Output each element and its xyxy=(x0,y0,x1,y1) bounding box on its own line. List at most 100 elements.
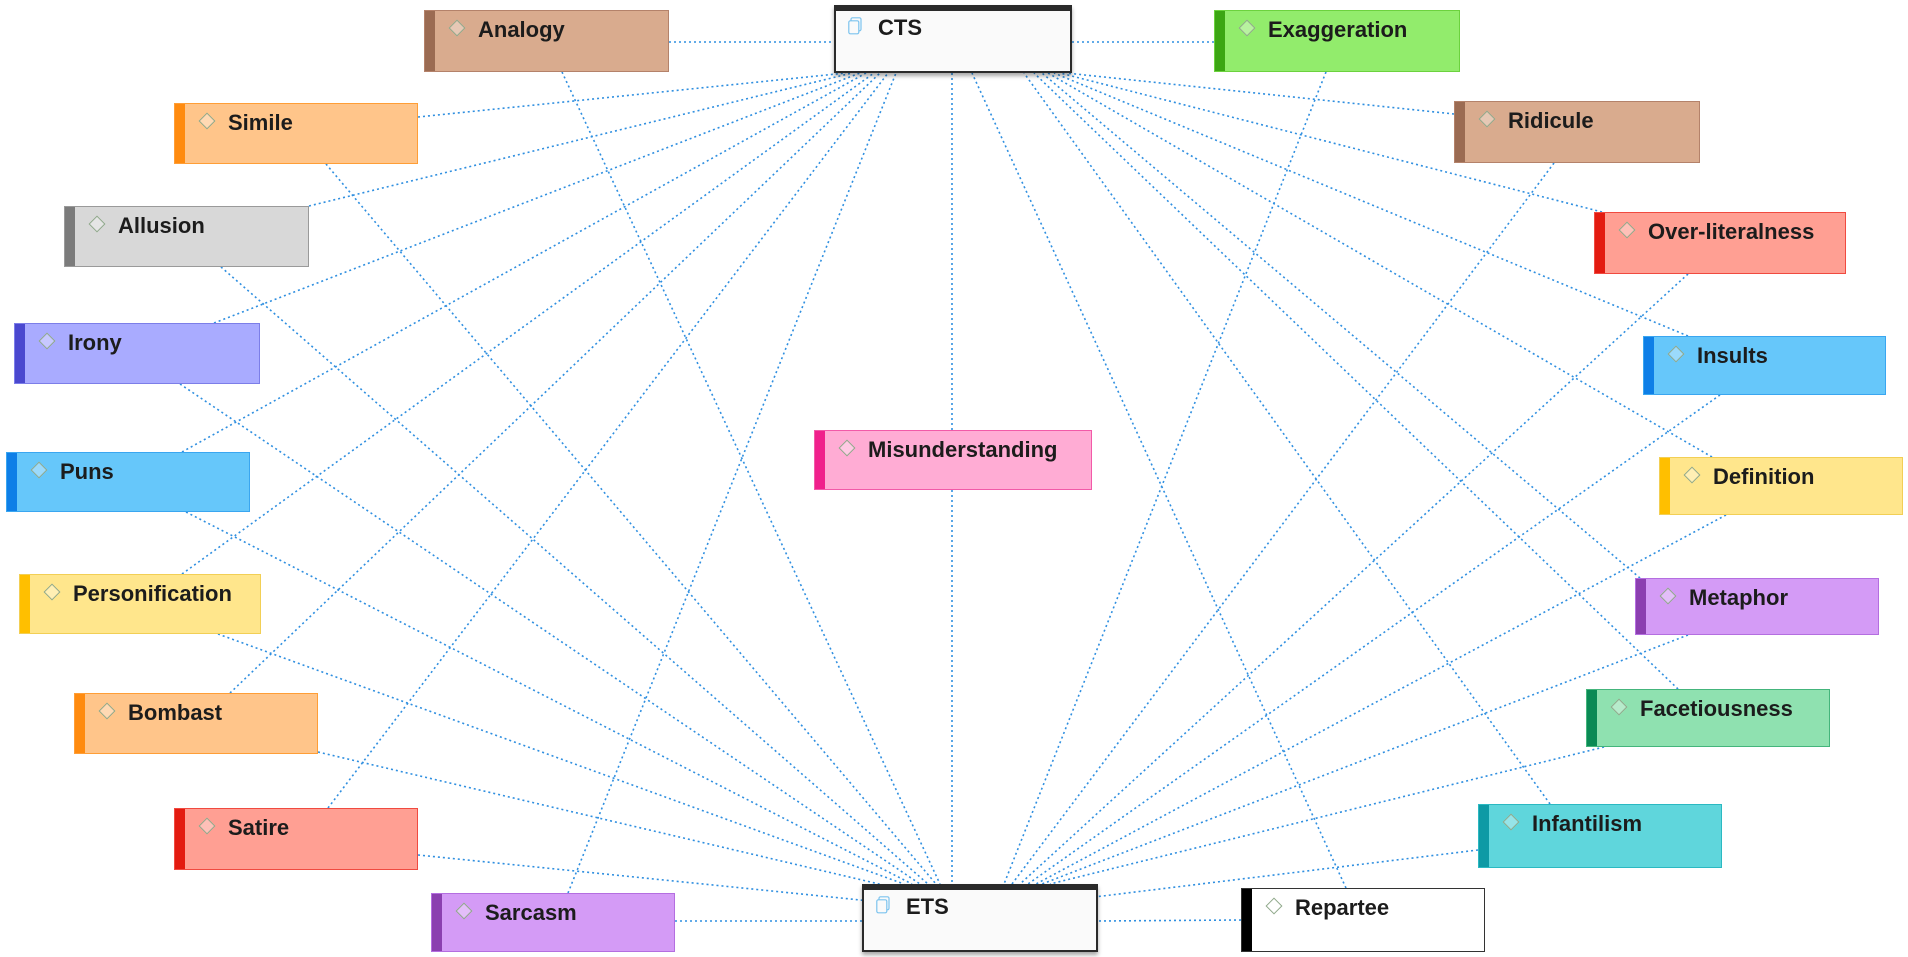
code-diamond-icon xyxy=(1610,698,1628,716)
code-diamond-icon xyxy=(1265,897,1283,915)
color-stripe xyxy=(20,575,30,633)
color-stripe xyxy=(7,453,17,511)
node-label: Repartee xyxy=(1295,895,1390,920)
color-stripe xyxy=(815,431,825,489)
code-diamond-icon xyxy=(43,583,61,601)
node-label: Analogy xyxy=(478,17,565,42)
node-personification[interactable]: Personification xyxy=(19,574,261,634)
code-diamond-icon xyxy=(1618,221,1636,239)
node-satire[interactable]: Satire xyxy=(174,808,418,870)
link-ridicule-ets xyxy=(1011,162,1555,885)
node-label: Exaggeration xyxy=(1268,17,1408,42)
node-repartee[interactable]: Repartee xyxy=(1241,888,1485,952)
code-diamond-icon xyxy=(448,19,466,37)
code-diamond-icon xyxy=(30,461,48,479)
node-label: Sarcasm xyxy=(485,900,577,925)
link-overliteralness-cts xyxy=(1059,72,1603,213)
color-stripe xyxy=(1636,579,1646,634)
node-label: Ridicule xyxy=(1508,108,1594,133)
color-stripe xyxy=(1242,889,1252,951)
code-diamond-icon xyxy=(1238,19,1256,37)
node-label: ETS xyxy=(906,894,949,919)
link-analogy-ets xyxy=(561,71,941,885)
node-label: Infantilism xyxy=(1532,811,1643,836)
link-satire-cts xyxy=(327,72,889,809)
code-diamond-icon xyxy=(98,702,116,720)
node-definition[interactable]: Definition xyxy=(1659,457,1903,515)
link-definition-ets xyxy=(1035,514,1727,885)
color-stripe xyxy=(425,11,435,71)
code-diamond-icon xyxy=(838,439,856,457)
color-stripe xyxy=(15,324,25,383)
link-repartee-ets xyxy=(1097,919,1242,922)
node-label: Facetiousness xyxy=(1640,696,1793,721)
color-stripe xyxy=(1587,690,1597,746)
node-analogy[interactable]: Analogy xyxy=(424,10,669,72)
node-facetiousness[interactable]: Facetiousness xyxy=(1586,689,1830,747)
color-stripe xyxy=(432,894,442,951)
code-diamond-icon xyxy=(38,332,56,350)
node-misunderstanding[interactable]: Misunderstanding xyxy=(814,430,1092,490)
link-facetiousness-ets xyxy=(1049,746,1605,885)
node-label: Metaphor xyxy=(1689,585,1788,610)
link-personification-cts xyxy=(181,72,875,575)
link-facetiousness-cts xyxy=(1033,72,1679,690)
node-label: Over-literalness xyxy=(1648,219,1815,244)
node-label: Insults xyxy=(1697,343,1768,368)
node-ridicule[interactable]: Ridicule xyxy=(1454,101,1700,163)
node-allusion[interactable]: Allusion xyxy=(64,206,309,267)
node-label: Allusion xyxy=(118,213,205,238)
color-stripe xyxy=(1215,11,1225,71)
color-stripe xyxy=(75,694,85,753)
node-label: Misunderstanding xyxy=(868,437,1058,462)
node-simile[interactable]: Simile xyxy=(174,103,418,164)
link-overliteralness-ets xyxy=(1019,273,1689,885)
node-bombast[interactable]: Bombast xyxy=(74,693,318,754)
color-stripe xyxy=(175,104,185,163)
link-bombast-ets xyxy=(317,751,897,889)
node-metaphor[interactable]: Metaphor xyxy=(1635,578,1879,635)
node-infantilism[interactable]: Infantilism xyxy=(1478,804,1722,868)
link-personification-ets xyxy=(217,633,905,885)
color-stripe xyxy=(65,207,75,266)
node-puns[interactable]: Puns xyxy=(6,452,250,512)
code-diamond-icon xyxy=(1667,345,1685,363)
link-simile-cts xyxy=(417,72,847,118)
code-diamond-icon xyxy=(1502,813,1520,831)
link-puns-ets xyxy=(185,511,913,885)
node-label: Simile xyxy=(228,110,293,135)
color-stripe xyxy=(1660,458,1670,514)
link-simile-ets xyxy=(325,163,937,885)
code-diamond-icon xyxy=(198,112,216,130)
link-bombast-cts xyxy=(229,72,881,694)
link-allusion-ets xyxy=(220,266,929,885)
color-stripe xyxy=(1455,102,1465,162)
link-satire-ets xyxy=(417,854,881,903)
node-insults[interactable]: Insults xyxy=(1643,336,1886,395)
document-icon xyxy=(876,896,890,914)
link-irony-cts xyxy=(213,72,861,324)
code-diamond-icon xyxy=(455,902,473,920)
link-irony-ets xyxy=(179,383,921,885)
code-diamond-icon xyxy=(1478,110,1496,128)
color-stripe xyxy=(1595,213,1605,273)
link-insults-ets xyxy=(1027,394,1721,885)
node-label: Definition xyxy=(1713,464,1815,489)
link-infantilism-cts xyxy=(1023,72,1551,805)
node-label: Puns xyxy=(60,459,114,484)
link-metaphor-ets xyxy=(1041,634,1689,885)
link-infantilism-ets xyxy=(1069,849,1479,901)
node-sarcasm[interactable]: Sarcasm xyxy=(431,893,675,952)
node-exaggeration[interactable]: Exaggeration xyxy=(1214,10,1460,72)
color-stripe xyxy=(1644,337,1654,394)
code-diamond-icon xyxy=(88,215,106,233)
node-cts[interactable]: CTS xyxy=(834,5,1072,73)
document-icon xyxy=(848,17,862,35)
code-diamond-icon xyxy=(1659,587,1677,605)
node-over-literalness[interactable]: Over-literalness xyxy=(1594,212,1846,274)
node-ets[interactable]: ETS xyxy=(862,884,1098,952)
node-irony[interactable]: Irony xyxy=(14,323,260,384)
color-stripe xyxy=(1479,805,1489,867)
